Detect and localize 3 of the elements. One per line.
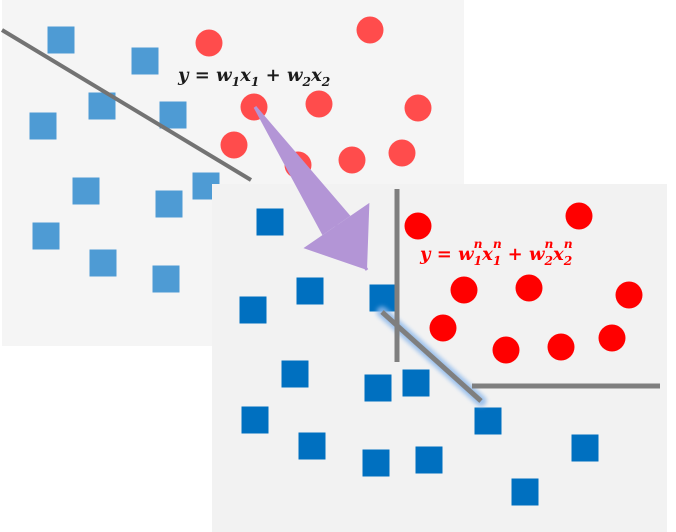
- scatter-plot-panel: [212, 184, 667, 532]
- formula-text: y = w$_{1}$x$_{1}$ + w$_{2}$x$_{2}$: [178, 64, 330, 90]
- arrow: [254, 106, 368, 271]
